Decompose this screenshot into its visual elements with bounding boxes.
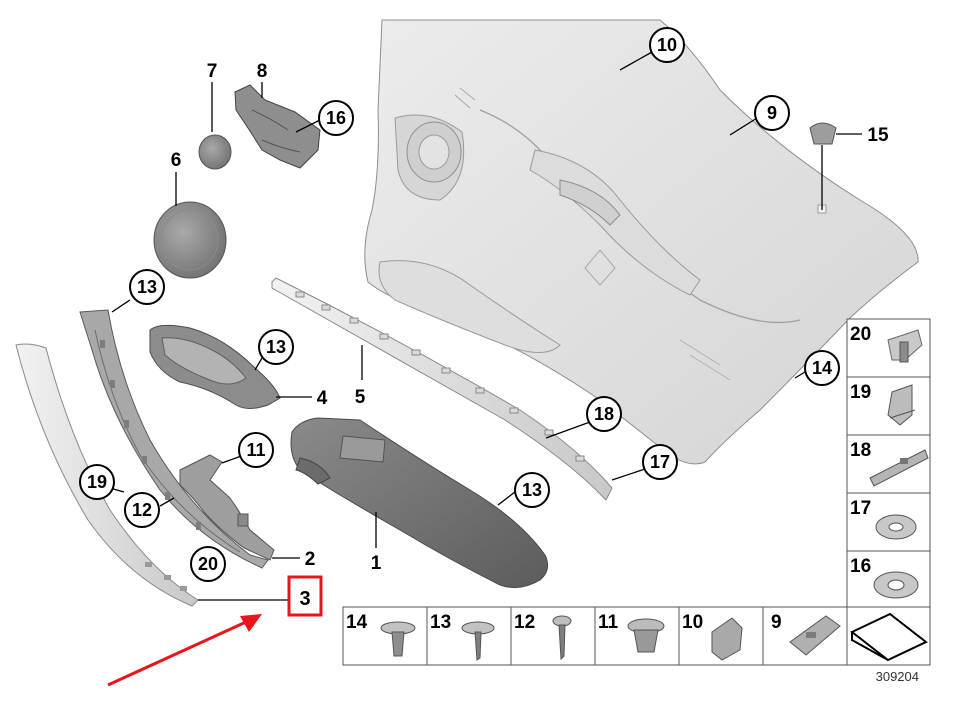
grid-label-11: 11 — [598, 612, 619, 633]
tweeter-cover-part — [198, 134, 232, 170]
callout-3: 3 — [299, 588, 310, 610]
callout-17: 17 — [650, 452, 670, 472]
callout-13-a: 13 — [137, 277, 157, 297]
diagram-number: 309204 — [876, 669, 919, 684]
callout-10: 10 — [657, 35, 677, 55]
hardware-grid-bottom: 14 13 12 11 10 9 — [342, 606, 931, 666]
callout-13-b: 13 — [266, 337, 286, 357]
armrest-part — [290, 417, 549, 589]
grid-label-16: 16 — [850, 556, 871, 577]
grid-label-13: 13 — [430, 612, 451, 633]
handle-bracket-part — [179, 454, 275, 561]
star-washer-16-icon — [873, 571, 919, 599]
grid-label-9: 9 — [771, 612, 782, 633]
plastic-nut-11-icon — [627, 618, 665, 653]
bracket-symbol-icon — [850, 612, 928, 662]
mounting-frame-part — [79, 309, 269, 569]
callout-2: 2 — [305, 549, 316, 570]
callout-18: 18 — [594, 404, 614, 424]
callout-3-highlight: 3 — [287, 575, 323, 617]
pull-handle-part — [149, 324, 281, 409]
hardware-grid-right: 20 19 18 17 16 — [846, 318, 931, 608]
screw-12-icon — [552, 615, 572, 661]
grid-label-17: 17 — [850, 498, 871, 519]
trim-strip-part — [271, 277, 613, 501]
expansion-rivet-14-icon — [380, 621, 416, 657]
grid-label-19: 19 — [850, 382, 871, 403]
star-washer-17-icon — [875, 514, 917, 540]
outer-trim-strip-part — [15, 343, 199, 607]
callout-14: 14 — [812, 358, 832, 378]
callout-20: 20 — [198, 554, 218, 574]
grid-label-20: 20 — [850, 324, 871, 345]
red-arrow-icon — [107, 614, 262, 687]
strip-clip-18-icon — [869, 449, 929, 487]
callout-4: 4 — [317, 388, 328, 409]
clip-10-icon — [711, 617, 743, 661]
callout-7: 7 — [207, 61, 218, 82]
callout-8: 8 — [257, 61, 268, 82]
grid-label-14: 14 — [346, 612, 368, 633]
callout-6: 6 — [171, 150, 182, 171]
callout-15: 15 — [867, 125, 889, 146]
callout-16: 16 — [326, 108, 346, 128]
speaker-grille-part — [153, 201, 227, 279]
callout-12: 12 — [132, 500, 152, 520]
clip-20-icon — [887, 329, 923, 363]
callout-1: 1 — [371, 553, 382, 574]
clip-9-icon — [789, 615, 841, 656]
callout-9: 9 — [767, 103, 777, 123]
spring-nut-19-icon — [887, 384, 916, 426]
callout-5: 5 — [355, 387, 366, 408]
screw-13-icon — [461, 621, 495, 661]
grid-label-18: 18 — [850, 440, 871, 461]
clip-15-part — [809, 122, 837, 145]
grid-label-10: 10 — [682, 612, 703, 633]
callout-11: 11 — [246, 440, 265, 460]
grid-label-12: 12 — [514, 612, 535, 633]
callout-19: 19 — [87, 472, 107, 492]
door-trim-panel — [364, 19, 919, 465]
callout-13-c: 13 — [522, 480, 542, 500]
